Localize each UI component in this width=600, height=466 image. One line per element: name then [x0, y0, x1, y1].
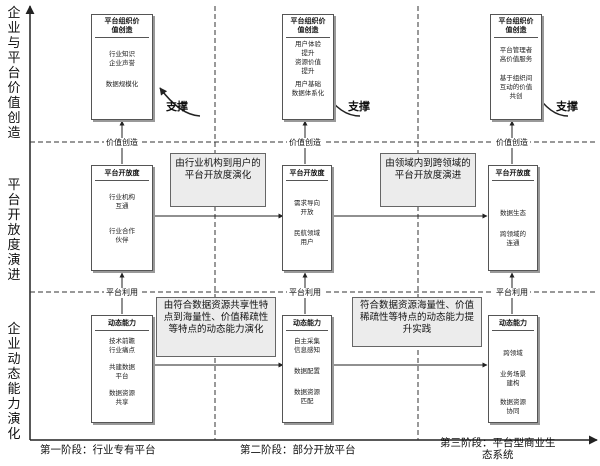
- title-line-2: 值创造: [111, 26, 133, 34]
- dynamic-box-title: 动态能力: [108, 319, 136, 327]
- title-line-2: 值创造: [505, 26, 527, 34]
- support-label-3: 支撑: [556, 100, 578, 113]
- openness-box-title: 平台开放度: [289, 169, 325, 177]
- item: 数据资源: [294, 388, 320, 396]
- divider: [95, 330, 149, 331]
- platform-use-tag-2: 平台利用: [287, 288, 323, 298]
- dynamic-box-title: 动态能力: [499, 319, 527, 327]
- support-label-1: 支撑: [166, 100, 188, 113]
- dynamic-evolution-callout-1: 由符合数据资源共享性特点到海量性、价值稀疏性等特点的动态能力演化: [156, 297, 276, 357]
- row-label-dynamic-capability: 企业动态能力演化: [7, 322, 21, 442]
- divider: [492, 330, 534, 331]
- item: 共享: [115, 398, 129, 406]
- item: 提升: [301, 67, 315, 75]
- item: 连通: [506, 239, 520, 247]
- divider: [492, 180, 534, 181]
- value-creation-tag-3: 价值创造: [494, 138, 530, 148]
- value-box-title: 平台组织价 值创造: [491, 17, 541, 35]
- item: 信息感知: [294, 346, 320, 354]
- item: 跨领域的: [500, 230, 526, 238]
- item: 协同: [506, 407, 520, 415]
- value-creation-tag-2: 价值创造: [287, 138, 323, 148]
- item: 自主采集: [294, 337, 320, 345]
- item: 企业声誉: [109, 59, 135, 67]
- item: 数据规模化: [105, 80, 139, 88]
- item: 建构: [506, 379, 520, 387]
- dynamic-box-stage-1: 动态能力 技术前瞻 行业痛点 共建数据 平台 数据资源 共享: [91, 315, 153, 423]
- openness-box-stage-2: 平台开放度 需求导向 开放 民航领域 用户: [282, 165, 332, 271]
- row-label-openness: 平台开放度演进: [7, 178, 21, 283]
- item: 行业痛点: [109, 346, 135, 354]
- dynamic-evolution-callout-2: 符合数据资源海量性、价值稀疏性等特点的动态能力提升实践: [352, 297, 482, 347]
- row-label-value-creation: 企业与平台价值创造: [7, 6, 21, 141]
- dynamic-box-title: 动态能力: [293, 319, 321, 327]
- item: 资源价值: [295, 58, 321, 66]
- item: 基于组织间: [499, 74, 533, 82]
- divider: [95, 37, 149, 38]
- support-label-2: 支撑: [348, 100, 370, 113]
- item: 匹配: [300, 397, 314, 405]
- divider: [286, 180, 328, 181]
- platform-use-tag-3: 平台利用: [494, 288, 530, 298]
- stage-3-label-line1: 第三阶段：平台型商业生: [440, 437, 556, 449]
- item: 用户基础: [295, 80, 321, 88]
- item: 数据资源: [500, 398, 526, 406]
- divider: [286, 37, 330, 38]
- dynamic-box-stage-3: 动态能力 跨领域 业务场景 建构 数据资源 协同: [488, 315, 538, 423]
- item: 提升: [301, 49, 315, 57]
- stage-3-label-line2: 态系统: [482, 449, 514, 461]
- divider: [494, 37, 538, 38]
- item: 行业合作: [109, 227, 135, 235]
- value-box-title: 平台组织价 值创造: [92, 17, 152, 35]
- divider: [95, 180, 149, 181]
- item: 数据配置: [294, 367, 320, 375]
- item: 用户体验: [295, 40, 321, 48]
- item: 跨领域: [503, 349, 523, 357]
- item: 开放: [300, 208, 314, 216]
- item: 数据资源: [109, 389, 135, 397]
- item: 平台: [115, 372, 129, 380]
- divider: [286, 330, 328, 331]
- value-box-stage-1: 平台组织价 值创造 行业知识 企业声誉 数据规模化: [91, 14, 153, 120]
- item: 数据体系化: [291, 89, 325, 97]
- item: 需求导向: [294, 199, 320, 207]
- item: 伙伴: [115, 236, 129, 244]
- item: 共创: [509, 92, 523, 100]
- value-box-title: 平台组织价 值创造: [283, 17, 333, 35]
- openness-box-stage-3: 平台开放度 数据生态 跨领域的 连通: [488, 165, 538, 271]
- openness-box-stage-1: 平台开放度 行业机构 互通 行业合作 伙伴: [91, 165, 153, 271]
- openness-box-title: 平台开放度: [104, 169, 140, 177]
- dynamic-box-stage-2: 动态能力 自主采集 信息感知 数据配置 数据资源 匹配: [282, 315, 332, 423]
- item: 行业机构: [109, 193, 135, 201]
- item: 用户: [300, 238, 314, 246]
- item: 互动的价值: [499, 83, 533, 91]
- value-box-stage-2: 平台组织价 值创造 用户体验 提升 资源价值 提升 用户基础 数据体系化: [282, 14, 334, 120]
- openness-evolution-callout-1: 由行业机构到用户的平台开放度演化: [170, 153, 266, 207]
- item: 共建数据: [109, 363, 135, 371]
- item: 业务场景: [500, 370, 526, 378]
- openness-box-title: 平台开放度: [495, 169, 531, 177]
- item: 互通: [115, 202, 129, 210]
- platform-use-tag-1: 平台利用: [104, 288, 140, 298]
- title-line-1: 平台组织价: [498, 17, 534, 25]
- stage-3-label: 第三阶段：平台型商业生 态系统: [440, 437, 556, 461]
- item: 民航领域: [294, 229, 320, 237]
- item: 技术前瞻: [109, 337, 135, 345]
- title-line-1: 平台组织价: [104, 17, 140, 25]
- item: 行业知识: [109, 50, 135, 58]
- support-arrow-1: [159, 87, 201, 117]
- stage-1-label: 第一阶段：行业专有平台: [40, 444, 156, 456]
- item: 数据生态: [500, 209, 526, 217]
- title-line-1: 平台组织价: [290, 17, 326, 25]
- value-creation-tag-1: 价值创造: [104, 138, 140, 148]
- title-line-2: 值创造: [297, 26, 319, 34]
- openness-evolution-callout-2: 由领域内到跨领域的平台开放度演进: [380, 153, 476, 207]
- item: 平台管理者: [499, 46, 533, 54]
- item: 高价值服务: [499, 55, 533, 63]
- stage-2-label: 第二阶段：部分开放平台: [240, 444, 356, 456]
- value-box-stage-3: 平台组织价 值创造 平台管理者 高价值服务 基于组织间 互动的价值 共创: [490, 14, 542, 120]
